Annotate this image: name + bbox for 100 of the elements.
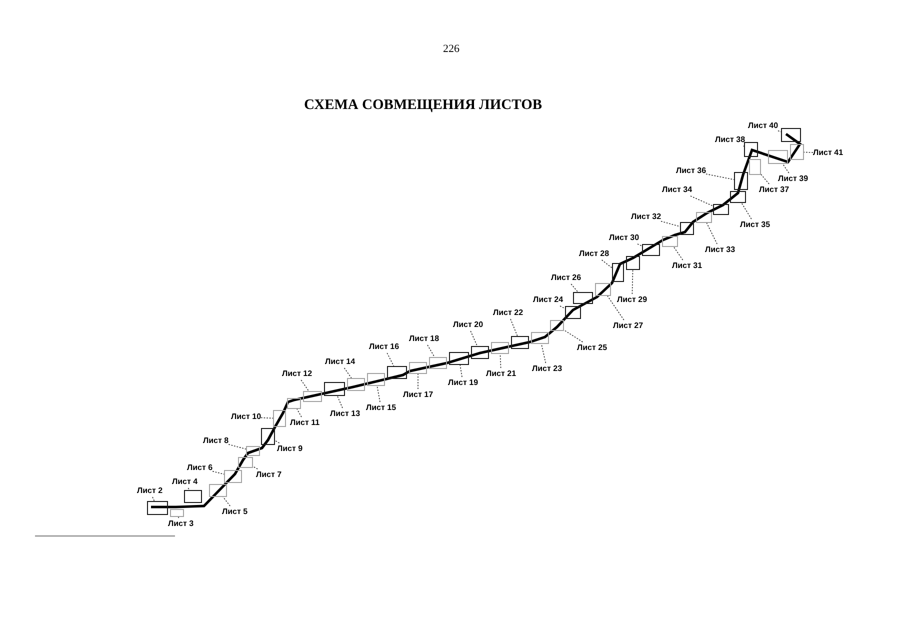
sheet-label: Лист 17 (403, 389, 434, 401)
sheet-frame (781, 128, 801, 142)
leader-line (778, 130, 782, 132)
sheet-label: Лист 9 (277, 443, 303, 455)
sheet-label: Лист 32 (631, 211, 662, 223)
sheet-frame (595, 283, 611, 296)
sheet-frame (511, 336, 529, 349)
sheet-label: Лист 6 (187, 462, 213, 474)
sheet-frame (642, 244, 660, 256)
sheet-frame (491, 342, 509, 354)
sheet-frame (409, 362, 427, 374)
sheet-frame (347, 378, 365, 391)
leader-line (741, 202, 752, 220)
leader-line (252, 466, 258, 470)
sheet-label: Лист 31 (672, 260, 702, 272)
sheet-frame (696, 212, 712, 223)
sheet-frame (680, 222, 694, 235)
leader-line (386, 352, 394, 366)
sheet-frame (303, 391, 322, 402)
sheet-label: Лист 41 (813, 147, 844, 159)
leader-line (782, 164, 790, 174)
sheet-frame (147, 501, 168, 515)
sheet-frame (287, 398, 301, 409)
sheet-label: Лист 19 (448, 377, 478, 389)
sheet-label: Лист 24 (533, 294, 564, 306)
sheet-label: Лист 15 (366, 402, 396, 414)
sheet-label: Лист 40 (748, 120, 778, 132)
leader-line (601, 260, 612, 268)
sheet-label: Лист 4 (172, 476, 198, 488)
leader-line (470, 330, 478, 346)
sheet-frame (713, 204, 729, 215)
leader-line (706, 174, 734, 180)
sheet-label: Лист 37 (759, 184, 790, 196)
leader-line (560, 306, 566, 309)
leader-line (274, 440, 280, 444)
leader-line (510, 318, 518, 336)
sheet-frame (224, 470, 242, 483)
leader-line (564, 330, 584, 342)
leader-line (212, 470, 224, 475)
sheet-frame (662, 236, 678, 247)
leader-line (607, 296, 624, 320)
leader-line (690, 196, 714, 206)
leader-line (570, 284, 578, 292)
sheet-label: Лист 12 (282, 368, 312, 380)
leader-line (637, 244, 642, 246)
sheet-label: Лист 3 (168, 518, 194, 530)
sheet-label: Лист 36 (676, 165, 706, 177)
sheet-frame (170, 509, 184, 517)
sheet-label: Лист 11 (290, 417, 320, 429)
sheet-label: Лист 2 (137, 485, 163, 497)
sheet-frame (449, 352, 469, 365)
sheet-label: Лист 34 (662, 184, 692, 196)
leader-line (500, 354, 502, 368)
sheet-frame (238, 457, 253, 468)
leader-line (337, 396, 343, 408)
leader-line (632, 270, 634, 294)
leader-line (222, 496, 230, 506)
page-number: 226 (443, 42, 460, 57)
sheet-label: Лист 5 (222, 506, 248, 518)
sheet-label: Лист 14 (325, 356, 356, 368)
sheet-label: Лист 20 (453, 319, 484, 331)
leader-line (344, 368, 352, 378)
sheet-frame (790, 144, 804, 160)
sheet-label: Лист 16 (369, 341, 400, 353)
leader-line (376, 386, 380, 402)
sheet-frame (565, 306, 581, 319)
sheet-label: Лист 38 (715, 134, 746, 146)
leader-line (427, 344, 435, 358)
sheet-label: Лист 21 (486, 368, 516, 380)
sheet-frame (367, 373, 385, 386)
sheet-label: Лист 28 (579, 248, 610, 260)
sheet-frame (612, 263, 624, 282)
sheet-label: Лист 7 (256, 469, 282, 481)
title: СХЕМА СОВМЕЩЕНИЯ ЛИСТОВ (304, 96, 542, 115)
sheet-frame (261, 428, 275, 445)
leader-line (804, 152, 814, 153)
sheet-frame (550, 320, 564, 331)
leader-line (460, 364, 462, 378)
sheet-frame (184, 490, 202, 503)
leader-line (152, 496, 155, 502)
leader-line (673, 246, 684, 260)
sheet-frame (273, 410, 286, 427)
sheet-frame (744, 142, 758, 157)
sheet-frame (246, 446, 260, 456)
sheet-frame (209, 484, 227, 497)
sheet-frame (429, 357, 447, 369)
sheet-label: Лист 33 (705, 244, 736, 256)
sheet-label: Лист 18 (409, 333, 440, 345)
sheet-label: Лист 27 (613, 320, 644, 332)
leader-line (541, 344, 546, 364)
leader-line (260, 417, 274, 419)
leader-line (296, 408, 302, 418)
sheet-frame (730, 191, 746, 203)
leader-line (300, 380, 310, 392)
leader-line (706, 222, 718, 244)
sheet-frame (573, 292, 593, 304)
sheet-label: Лист 25 (577, 342, 608, 354)
sheet-label: Лист 39 (778, 173, 808, 185)
sheet-frame (734, 172, 748, 190)
sheet-label: Лист 8 (203, 435, 229, 447)
